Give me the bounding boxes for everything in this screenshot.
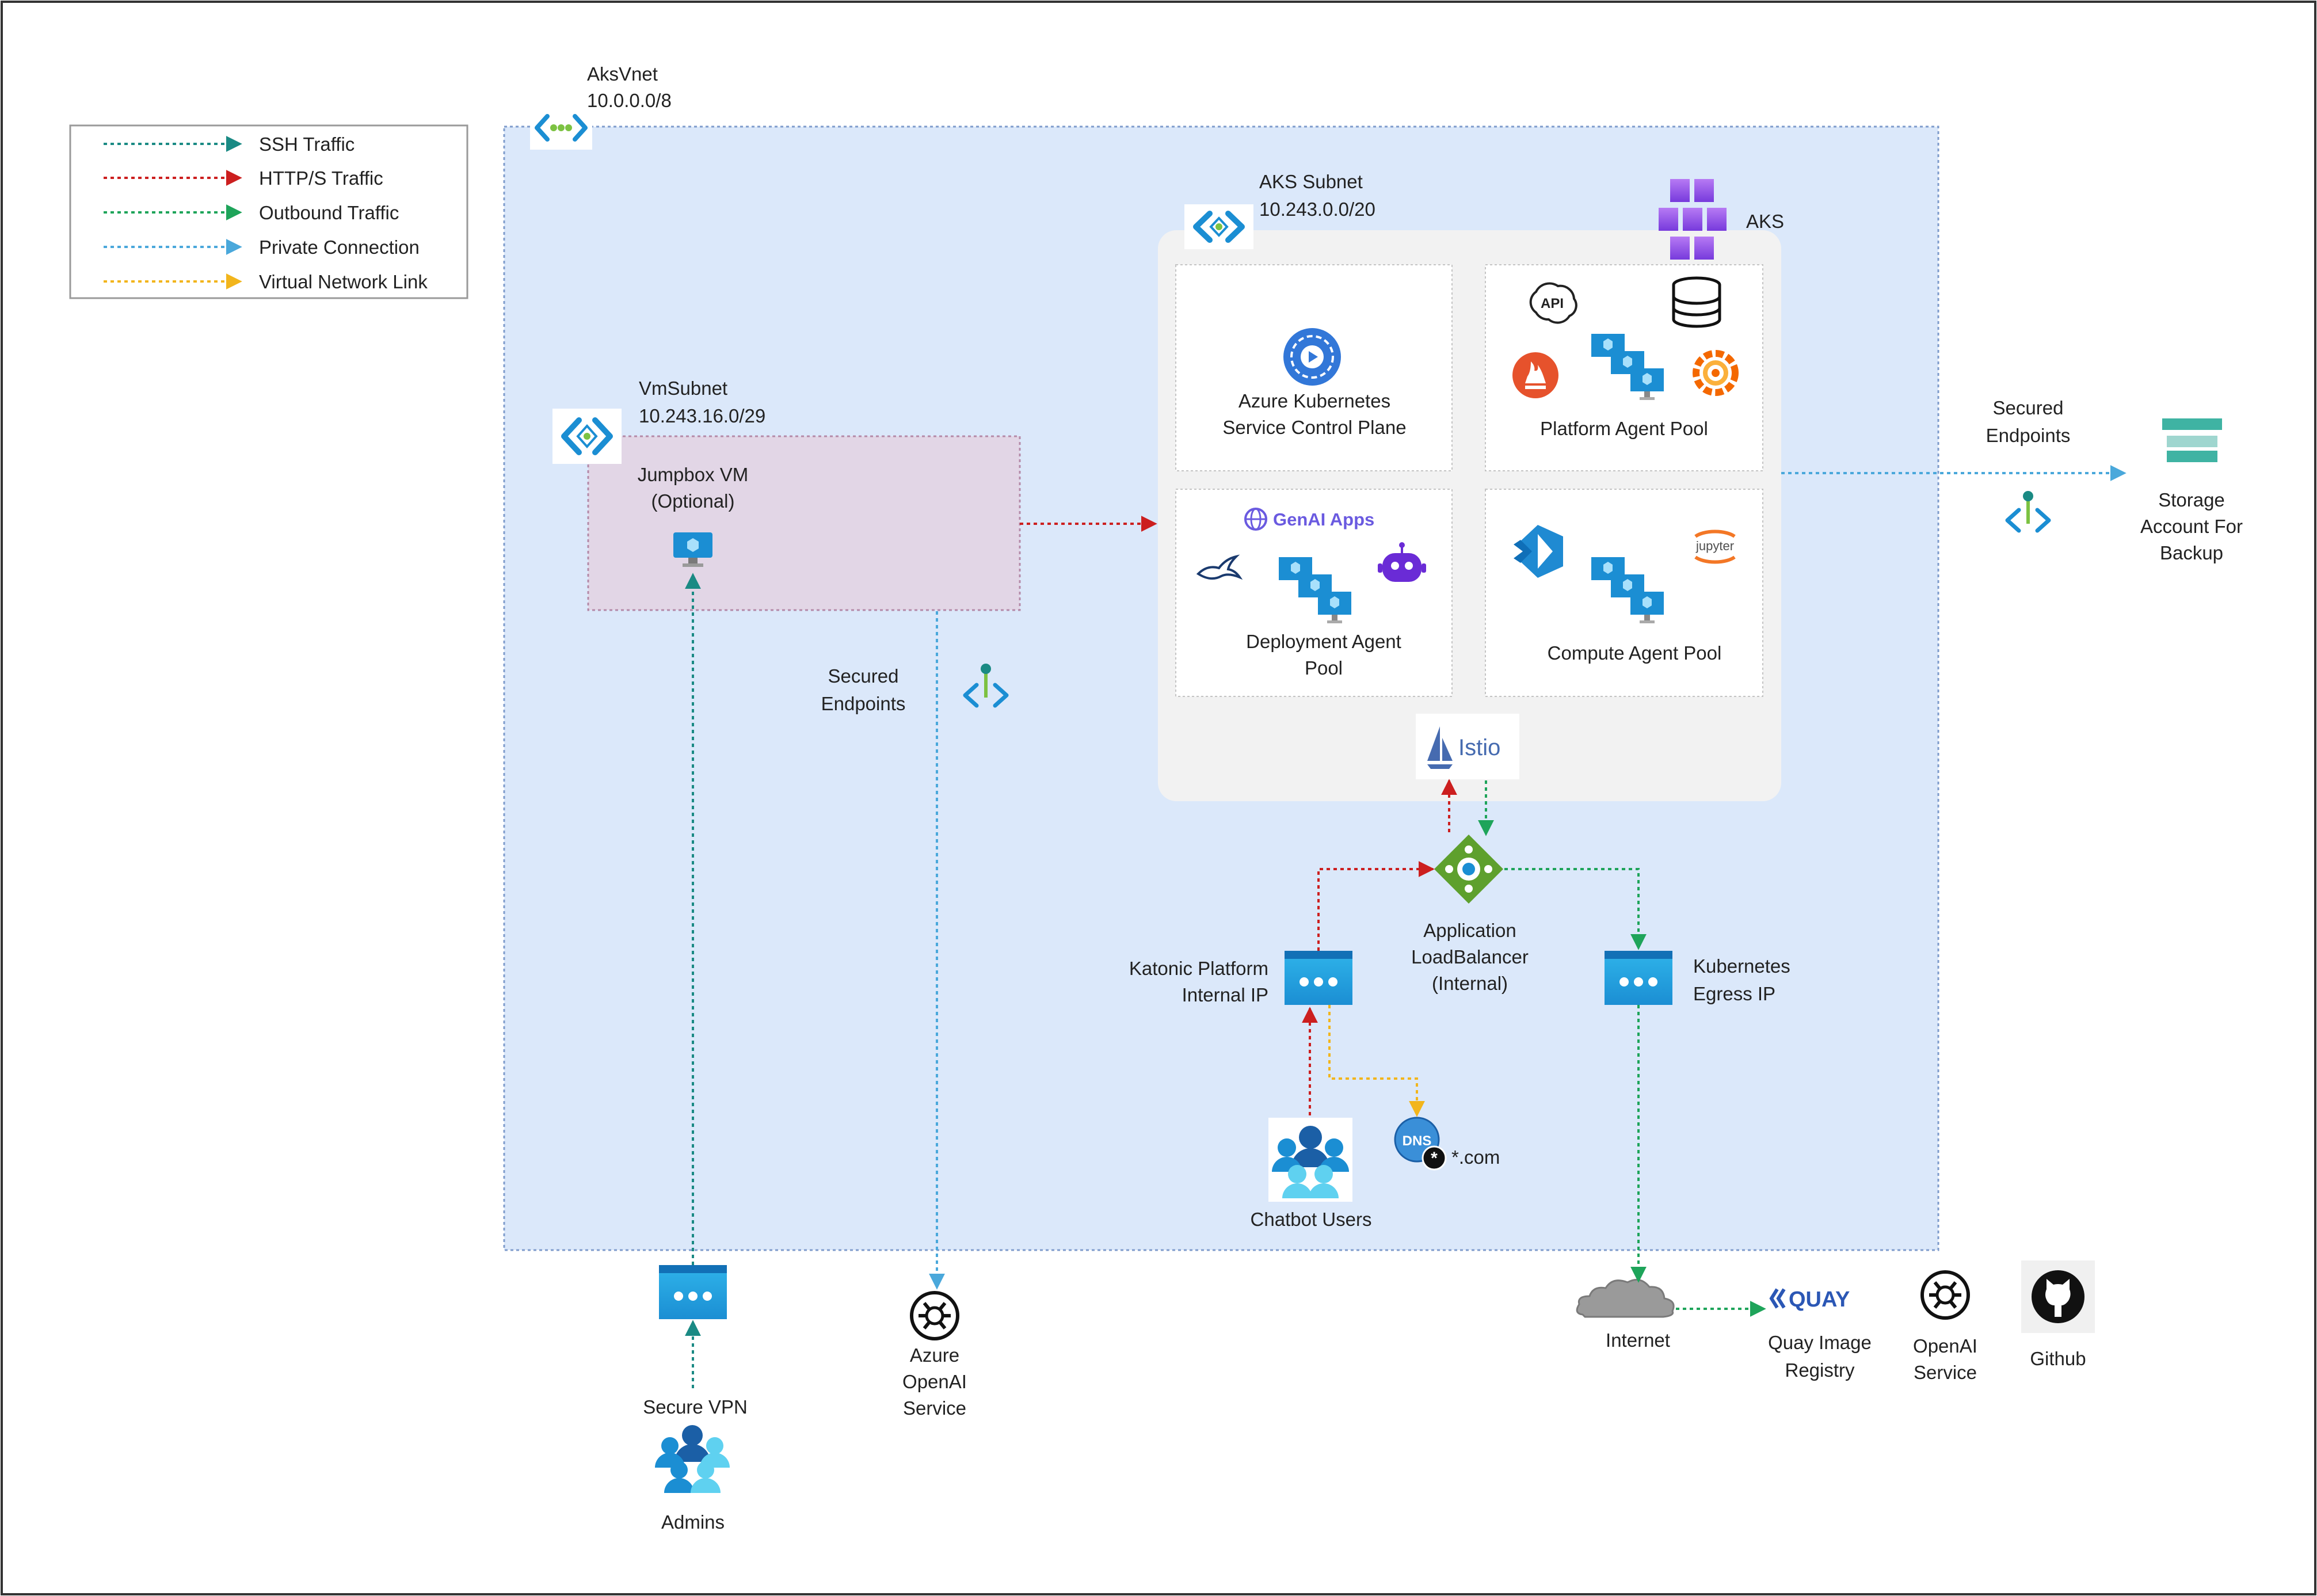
legend-vnetlink: Virtual Network Link: [104, 271, 428, 292]
jupyter-icon: jupyter: [1694, 530, 1736, 564]
vm-subnet-area: [587, 435, 1021, 611]
storage-account-icon[interactable]: [2162, 418, 2222, 467]
aks-subnet-cidr: 10.243.0.0/20: [1259, 199, 1375, 220]
quay-logo[interactable]: QUAY: [1769, 1288, 1850, 1312]
storage-label-3: Backup: [2160, 542, 2223, 563]
vpn-label: Secure VPN: [643, 1396, 748, 1418]
genai-apps-label: GenAI Apps: [1273, 509, 1374, 530]
internet-label: Internet: [1606, 1330, 1670, 1351]
admins-label: Admins: [661, 1511, 725, 1533]
vnet-link-katonic-to-dns: [1328, 1005, 1425, 1117]
admins-icon[interactable]: [655, 1425, 730, 1493]
control-plane-label-2: Service Control Plane: [1222, 417, 1406, 438]
left-endpoints-label-2: Endpoints: [821, 693, 906, 714]
chatbot-users-icon[interactable]: [1268, 1118, 1352, 1202]
vpn-gateway-icon[interactable]: [659, 1265, 727, 1319]
deployment-pool-label-2: Pool: [1305, 657, 1343, 679]
dns-label: *.com: [1451, 1146, 1500, 1168]
load-balancer-label-2: LoadBalancer: [1411, 946, 1529, 967]
dns-badge: DNS: [1403, 1133, 1432, 1149]
jumpbox-vm-icon[interactable]: [673, 532, 712, 567]
vm-subnet-cidr: 10.243.16.0/29: [639, 405, 765, 426]
azure-openai-label-3: Service: [903, 1397, 966, 1419]
node-pool-icon-platform: [1591, 334, 1664, 400]
katonic-ip-icon[interactable]: [1285, 951, 1352, 1005]
quay-label-1: Quay Image: [1768, 1332, 1872, 1353]
legend-label-ssh: SSH Traffic: [259, 134, 355, 155]
legend: SSH Traffic HTTP/S Traffic Outbound Traf…: [69, 124, 468, 299]
azure-openai-label-2: OpenAI: [902, 1371, 967, 1392]
jumpbox-label-1: Jumpbox VM: [638, 464, 749, 485]
kubernetes-service-icon: [1283, 328, 1341, 386]
prometheus-icon: [1512, 352, 1558, 398]
load-balancer-label-3: (Internal): [1432, 973, 1508, 994]
right-private-endpoint-icon: [2005, 491, 2051, 533]
legend-label-http: HTTP/S Traffic: [259, 167, 383, 189]
vnet-name: AksVnet: [587, 63, 658, 85]
katonic-ip-label-2: Internal IP: [1182, 984, 1268, 1005]
egress-ip-label-2: Egress IP: [1693, 983, 1775, 1004]
api-icon: API: [1529, 282, 1577, 324]
legend-http: HTTP/S Traffic: [104, 167, 383, 189]
control-plane-label-1: Azure Kubernetes: [1238, 390, 1390, 412]
istio-icon: [1427, 726, 1453, 769]
right-endpoints-label-1: Secured: [1993, 397, 2064, 418]
legend-label-vnetlink: Virtual Network Link: [259, 271, 428, 292]
github-icon[interactable]: [2021, 1260, 2095, 1333]
legend-box: [69, 124, 468, 299]
storage-label-1: Storage: [2158, 489, 2225, 511]
storage-label-2: Account For: [2140, 516, 2243, 537]
genai-apps-icon: [1244, 508, 1267, 531]
right-endpoints-label-2: Endpoints: [1986, 425, 2071, 446]
deployment-pool-label-1: Deployment Agent: [1246, 631, 1401, 652]
load-balancer-icon[interactable]: [1434, 835, 1503, 904]
istio-label: Istio: [1458, 735, 1500, 760]
dns-zone-icon: DNS *: [1394, 1117, 1447, 1171]
vnet-cidr: 10.0.0.0/8: [587, 90, 672, 111]
jupyter-badge: jupyter: [1695, 539, 1734, 553]
openai-label-1: OpenAI: [1913, 1335, 1977, 1357]
node-pool-icon-compute: [1591, 557, 1664, 623]
github-label: Github: [2030, 1348, 2086, 1369]
load-balancer-label-1: Application: [1423, 920, 1516, 941]
legend-label-private: Private Connection: [259, 237, 420, 258]
azure-openai-icon[interactable]: [910, 1291, 959, 1340]
internet-cloud-icon[interactable]: [1576, 1279, 1675, 1318]
aks-subnet-icon: [1184, 204, 1253, 249]
vnet-icon: [530, 106, 592, 150]
grafana-icon: [1693, 350, 1739, 396]
outbound-lb-to-egress: [1504, 868, 1647, 950]
legend-private: Private Connection: [104, 237, 420, 258]
dns-star-glyph: *: [1431, 1149, 1438, 1168]
database-icon: [1672, 276, 1721, 328]
legend-outbound: Outbound Traffic: [104, 202, 399, 223]
left-endpoints-label-1: Secured: [828, 665, 899, 687]
legend-label-outbound: Outbound Traffic: [259, 202, 399, 223]
aks-subnet-name: AKS Subnet: [1259, 171, 1363, 192]
compute-pool-label: Compute Agent Pool: [1548, 642, 1722, 664]
langchain-icon: [1196, 554, 1243, 580]
node-pool-icon-deployment: [1279, 557, 1351, 623]
api-badge: API: [1541, 296, 1564, 311]
vscode-icon: [1514, 525, 1563, 578]
katonic-ip-label-1: Katonic Platform: [1129, 958, 1268, 979]
legend-ssh: SSH Traffic: [104, 134, 355, 155]
azure-openai-label-1: Azure: [910, 1344, 959, 1366]
egress-ip-label-1: Kubernetes: [1693, 955, 1790, 977]
left-private-endpoint-icon: [963, 664, 1009, 708]
aks-icon: [1659, 179, 1727, 260]
quay-label-2: Registry: [1785, 1359, 1855, 1381]
vm-subnet-icon: [552, 409, 622, 464]
openai-label-2: Service: [1914, 1362, 1977, 1383]
aks-label: AKS: [1746, 211, 1784, 232]
chatbot-users-label: Chatbot Users: [1251, 1209, 1372, 1230]
openai-icon[interactable]: [1920, 1270, 1970, 1320]
egress-ip-icon[interactable]: [1605, 951, 1672, 1005]
vm-subnet-name: VmSubnet: [639, 378, 727, 399]
chatbot-icon: [1378, 542, 1426, 582]
quay-logo-text: QUAY: [1789, 1288, 1850, 1312]
platform-pool-label: Platform Agent Pool: [1540, 418, 1708, 439]
jumpbox-label-2: (Optional): [651, 490, 735, 512]
